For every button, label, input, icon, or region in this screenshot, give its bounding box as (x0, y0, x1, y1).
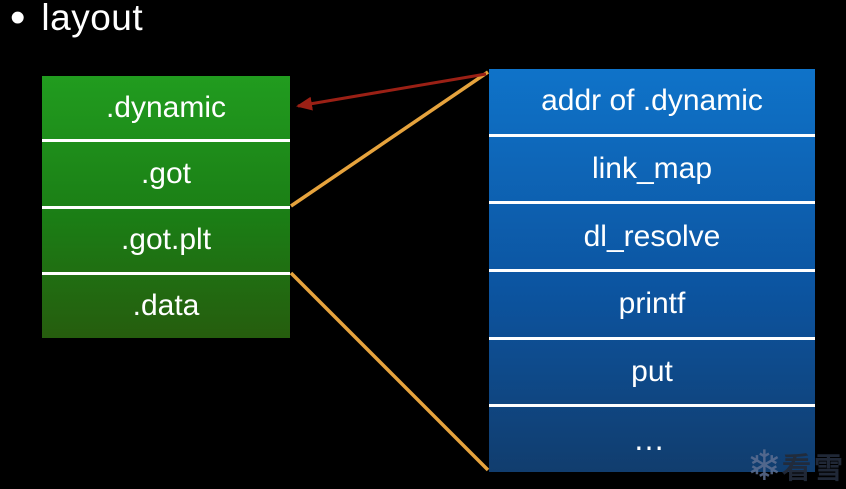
section-data: .data (42, 271, 290, 338)
entry-link-map: link_map (489, 133, 815, 202)
entry-addr-of-dynamic: addr of .dynamic (541, 84, 763, 118)
section-got-plt: .got.plt (42, 205, 290, 272)
orange-connector-top (290, 70, 489, 208)
entry-printf: printf (489, 269, 815, 337)
slide-title: • layout (10, 0, 143, 42)
entry-put: put (489, 336, 815, 405)
section-dynamic: .dynamic (105, 90, 227, 124)
entry-ellipsis: … (489, 404, 815, 472)
bullet-icon: • (10, 0, 26, 42)
entry-dl-resolve: dl_resolve (489, 201, 815, 269)
orange-connector-bottom (289, 271, 490, 472)
got-entries-column: addr of .dynamic link_map dl_resolve pri… (489, 69, 815, 472)
red-arrow-connector (296, 72, 487, 111)
page-title: layout (41, 0, 144, 38)
section-got: .got (42, 139, 290, 205)
elf-sections-column: .dynamic .got .got.plt .data (42, 76, 290, 338)
